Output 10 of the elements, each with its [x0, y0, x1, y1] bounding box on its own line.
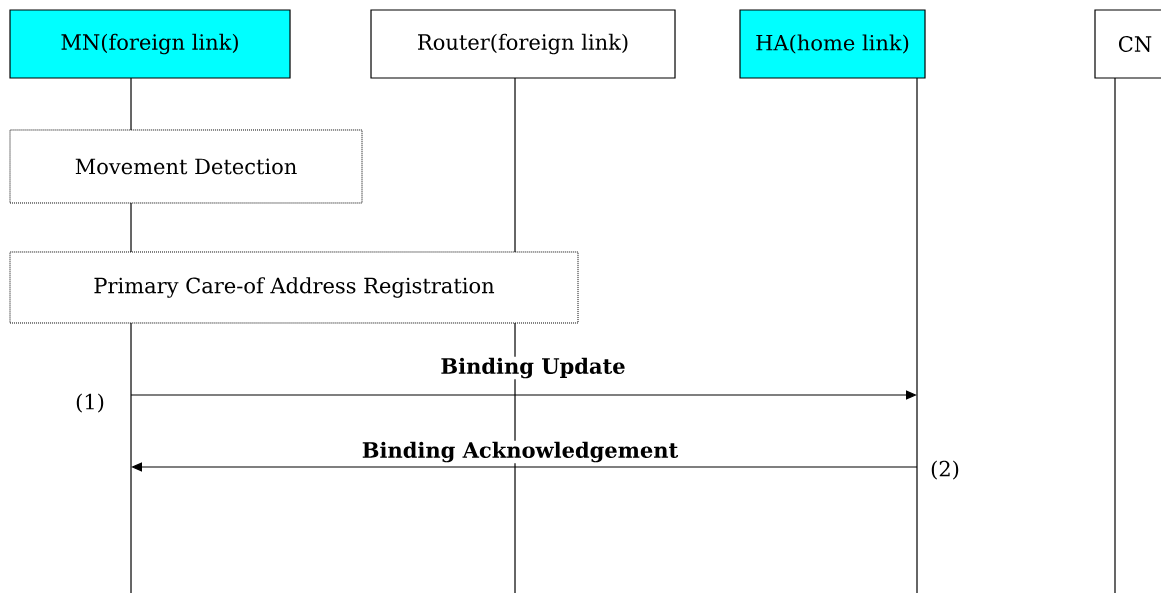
participant-box: CN [1094, 9, 1161, 79]
process-box: Primary Care-of Address Registration [9, 251, 579, 324]
edge-label: Binding Update [439, 356, 627, 380]
step-number: (1) [76, 393, 104, 413]
participant-box: HA(home link) [739, 9, 926, 79]
step-number: (2) [931, 460, 959, 480]
participant-box: MN(foreign link) [9, 9, 291, 79]
process-box: Movement Detection [9, 129, 363, 204]
participant-box: Router(foreign link) [370, 9, 676, 79]
edge-label: Binding Acknowledgement [360, 440, 680, 464]
